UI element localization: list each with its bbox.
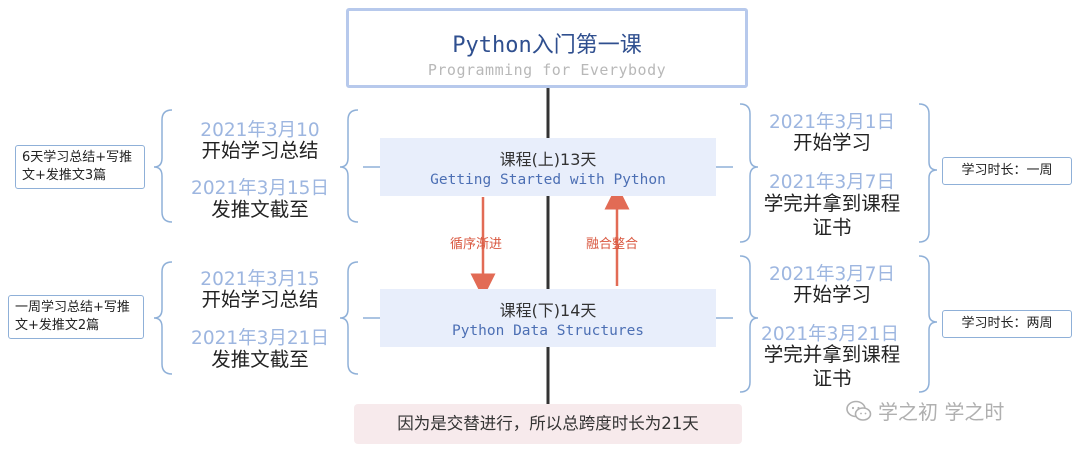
left-start-text: 开始学习总结	[201, 139, 319, 162]
bracket-left-note-1	[153, 109, 173, 223]
right-start-date: 2021年3月1日	[768, 112, 896, 133]
right-note-box: 学习时长：一周	[942, 157, 1072, 185]
left-start-date: 2021年3月15	[200, 269, 320, 290]
left-end-date: 2021年3月21日	[191, 328, 329, 349]
title-main: Python入门第一课	[452, 33, 642, 58]
left-end-text: 发推文截至	[211, 198, 309, 221]
right-end-date: 2021年3月21日	[761, 324, 899, 345]
bracket-left-note-2	[153, 261, 173, 375]
bracket-right-note-1	[918, 103, 938, 243]
right-note-box: 学习时长：两周	[942, 310, 1072, 338]
bracket-right-1	[739, 103, 759, 243]
title-box: Python入门第一课 Programming for Everybody	[346, 8, 748, 88]
bracket-right-2	[739, 255, 759, 393]
right-end-date: 2021年3月7日	[768, 172, 896, 193]
left-note-text: 6天学习总结+写推文+发推文3篇	[22, 150, 133, 183]
left-start-date: 2021年3月10	[200, 120, 320, 141]
watermark-text: 学之初 学之时	[878, 400, 1005, 424]
right-start-text: 开始学习	[792, 131, 871, 154]
course-english-name: Getting Started with Python	[430, 172, 666, 188]
course-english-name: Python Data Structures	[451, 323, 645, 339]
right-note-text: 学习时长：一周	[961, 163, 1053, 178]
course-name: 课程(上)13天	[499, 150, 597, 169]
left-end-date: 2021年3月15日	[191, 178, 329, 199]
right-note-text: 学习时长：两周	[961, 316, 1053, 331]
right-start-date: 2021年3月7日	[768, 264, 896, 285]
bracket-right-note-2	[918, 255, 938, 393]
bracket-left-1	[339, 109, 359, 223]
left-note-box: 6天学习总结+写推文+发推文3篇	[15, 145, 145, 189]
wechat-icon	[846, 400, 872, 427]
title-subtitle: Programming for Everybody	[427, 61, 667, 79]
left-end-text: 发推文截至	[211, 348, 309, 371]
course-name: 课程(下)14天	[499, 301, 597, 320]
right-end-text: 学完并拿到课程证书	[763, 192, 901, 239]
arrow-label-down: 循序渐进	[450, 237, 503, 252]
course-box-part2: 课程(下)14天 Python Data Structures	[380, 289, 716, 347]
right-end-text: 学完并拿到课程证书	[763, 343, 901, 390]
left-start-text: 开始学习总结	[201, 288, 319, 311]
left-note-box: 一周学习总结+写推文+发推文2篇	[8, 295, 144, 339]
right-start-text: 开始学习	[792, 283, 871, 306]
footer-note: 因为是交替进行，所以总跨度时长为21天	[354, 404, 742, 444]
watermark: 学之初 学之时	[846, 396, 1004, 427]
arrow-label-up: 融合整合	[586, 237, 639, 252]
bracket-left-2	[339, 261, 359, 375]
left-note-text: 一周学习总结+写推文+发推文2篇	[15, 300, 130, 333]
course-box-part1: 课程(上)13天 Getting Started with Python	[380, 138, 716, 196]
